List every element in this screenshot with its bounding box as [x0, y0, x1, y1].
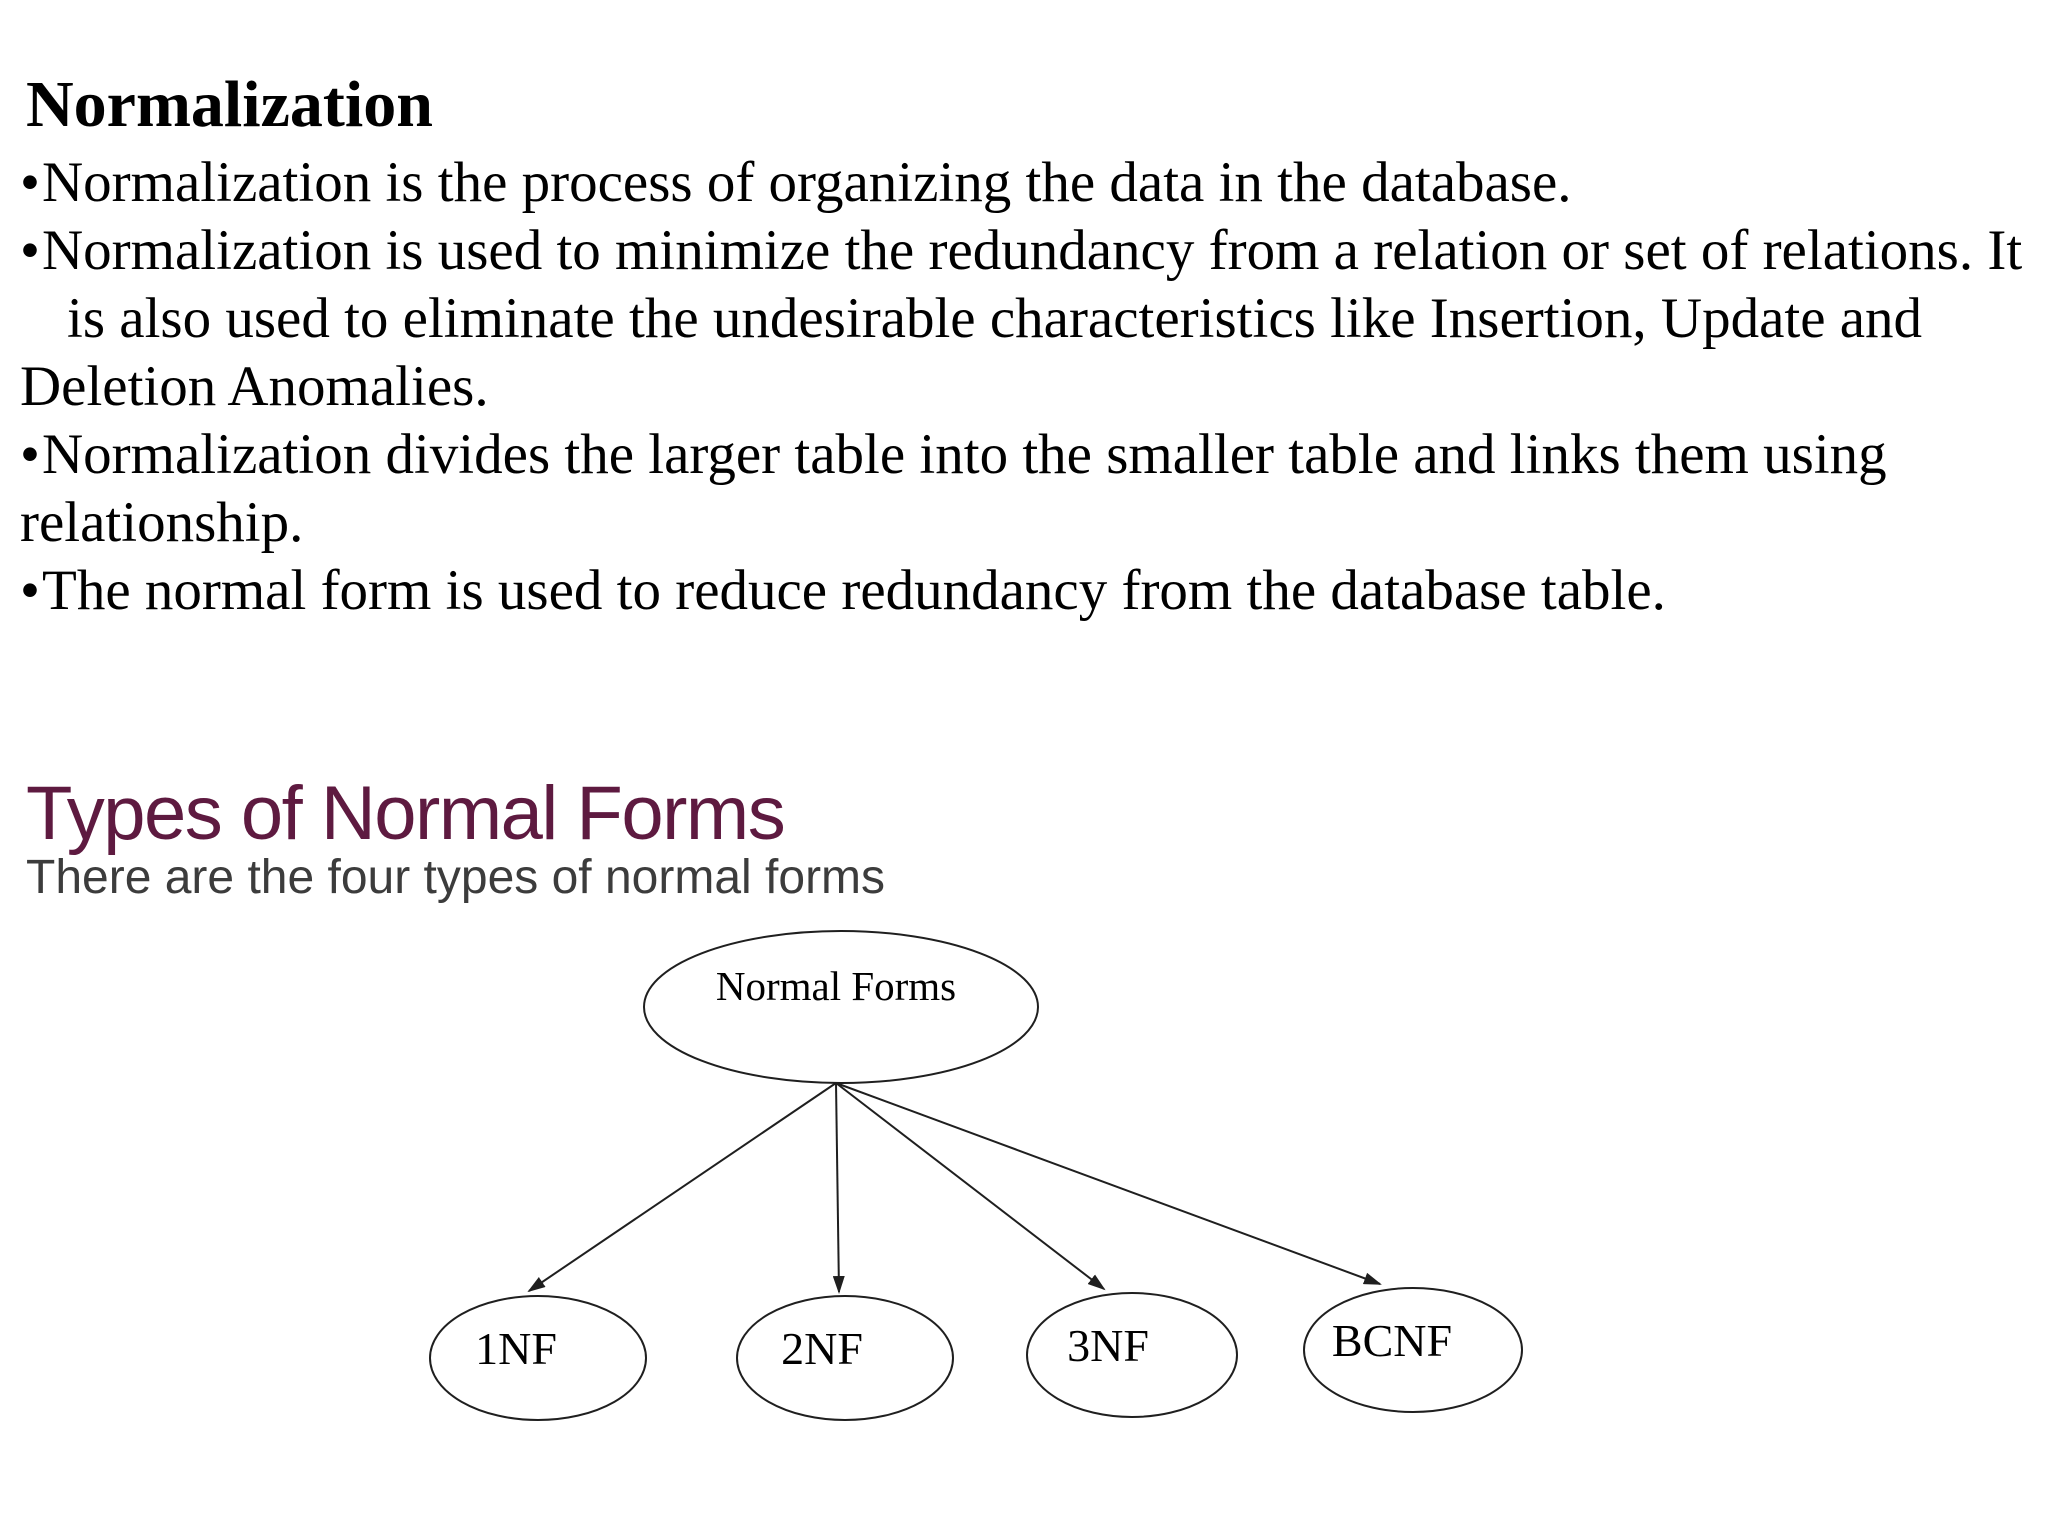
- bullet-line-text: Normalization is used to minimize the re…: [42, 219, 2023, 282]
- bullet-line-text: Deletion Anomalies.: [20, 355, 489, 418]
- diagram-root-label: Normal Forms: [716, 963, 956, 1009]
- continuation-line: relationship.: [0, 489, 2048, 557]
- bullet-marker: •: [20, 423, 40, 486]
- edge-root-to-bcnf: [835, 1082, 1382, 1285]
- bullet-line: •Normalization is the process of organiz…: [0, 149, 2048, 217]
- section-subheading: There are the four types of normal forms: [26, 851, 886, 904]
- bullet-marker: •: [20, 151, 40, 214]
- diagram-root-ellipse: [643, 930, 1039, 1084]
- diagram-bcnf-label: BCNF: [1332, 1315, 1452, 1366]
- diagram-3nf-label: 3NF: [1067, 1320, 1149, 1371]
- diagram-3nf-ellipse: [1026, 1292, 1238, 1418]
- bullet-line-text: The normal form is used to reduce redund…: [42, 559, 1666, 622]
- diagram-2nf-label: 2NF: [781, 1323, 863, 1374]
- bullet-line: •The normal form is used to reduce redun…: [0, 557, 2048, 625]
- edge-root-to-3nf: [835, 1082, 1106, 1291]
- bullet-marker: •: [20, 559, 40, 622]
- page-title: Normalization: [26, 68, 433, 141]
- bullet-marker: •: [20, 219, 40, 282]
- bullet-line-text: Normalization is the process of organizi…: [42, 151, 1572, 214]
- diagram-2nf-ellipse: [736, 1295, 954, 1421]
- diagram-1nf-label: 1NF: [475, 1323, 557, 1374]
- diagram-bcnf-ellipse: [1303, 1287, 1523, 1413]
- continuation-line: Deletion Anomalies.: [0, 353, 2048, 421]
- bullet-line-text: relationship.: [20, 491, 304, 554]
- edge-root-to-1nf: [527, 1082, 837, 1293]
- bullet-line-text: Normalization divides the larger table i…: [42, 423, 1887, 486]
- bullet-line-text: is also used to eliminate the undesirabl…: [67, 287, 1923, 350]
- section-heading: Types of Normal Forms: [26, 771, 786, 856]
- edge-root-to-2nf: [832, 1082, 845, 1294]
- bullet-line: •Normalization divides the larger table …: [0, 421, 2048, 489]
- diagram-1nf-ellipse: [429, 1295, 647, 1421]
- bullet-line: •Normalization is used to minimize the r…: [0, 217, 2048, 285]
- continuation-line: is also used to eliminate the undesirabl…: [0, 285, 2048, 353]
- bullet-text-block: •Normalization is the process of organiz…: [0, 149, 2048, 625]
